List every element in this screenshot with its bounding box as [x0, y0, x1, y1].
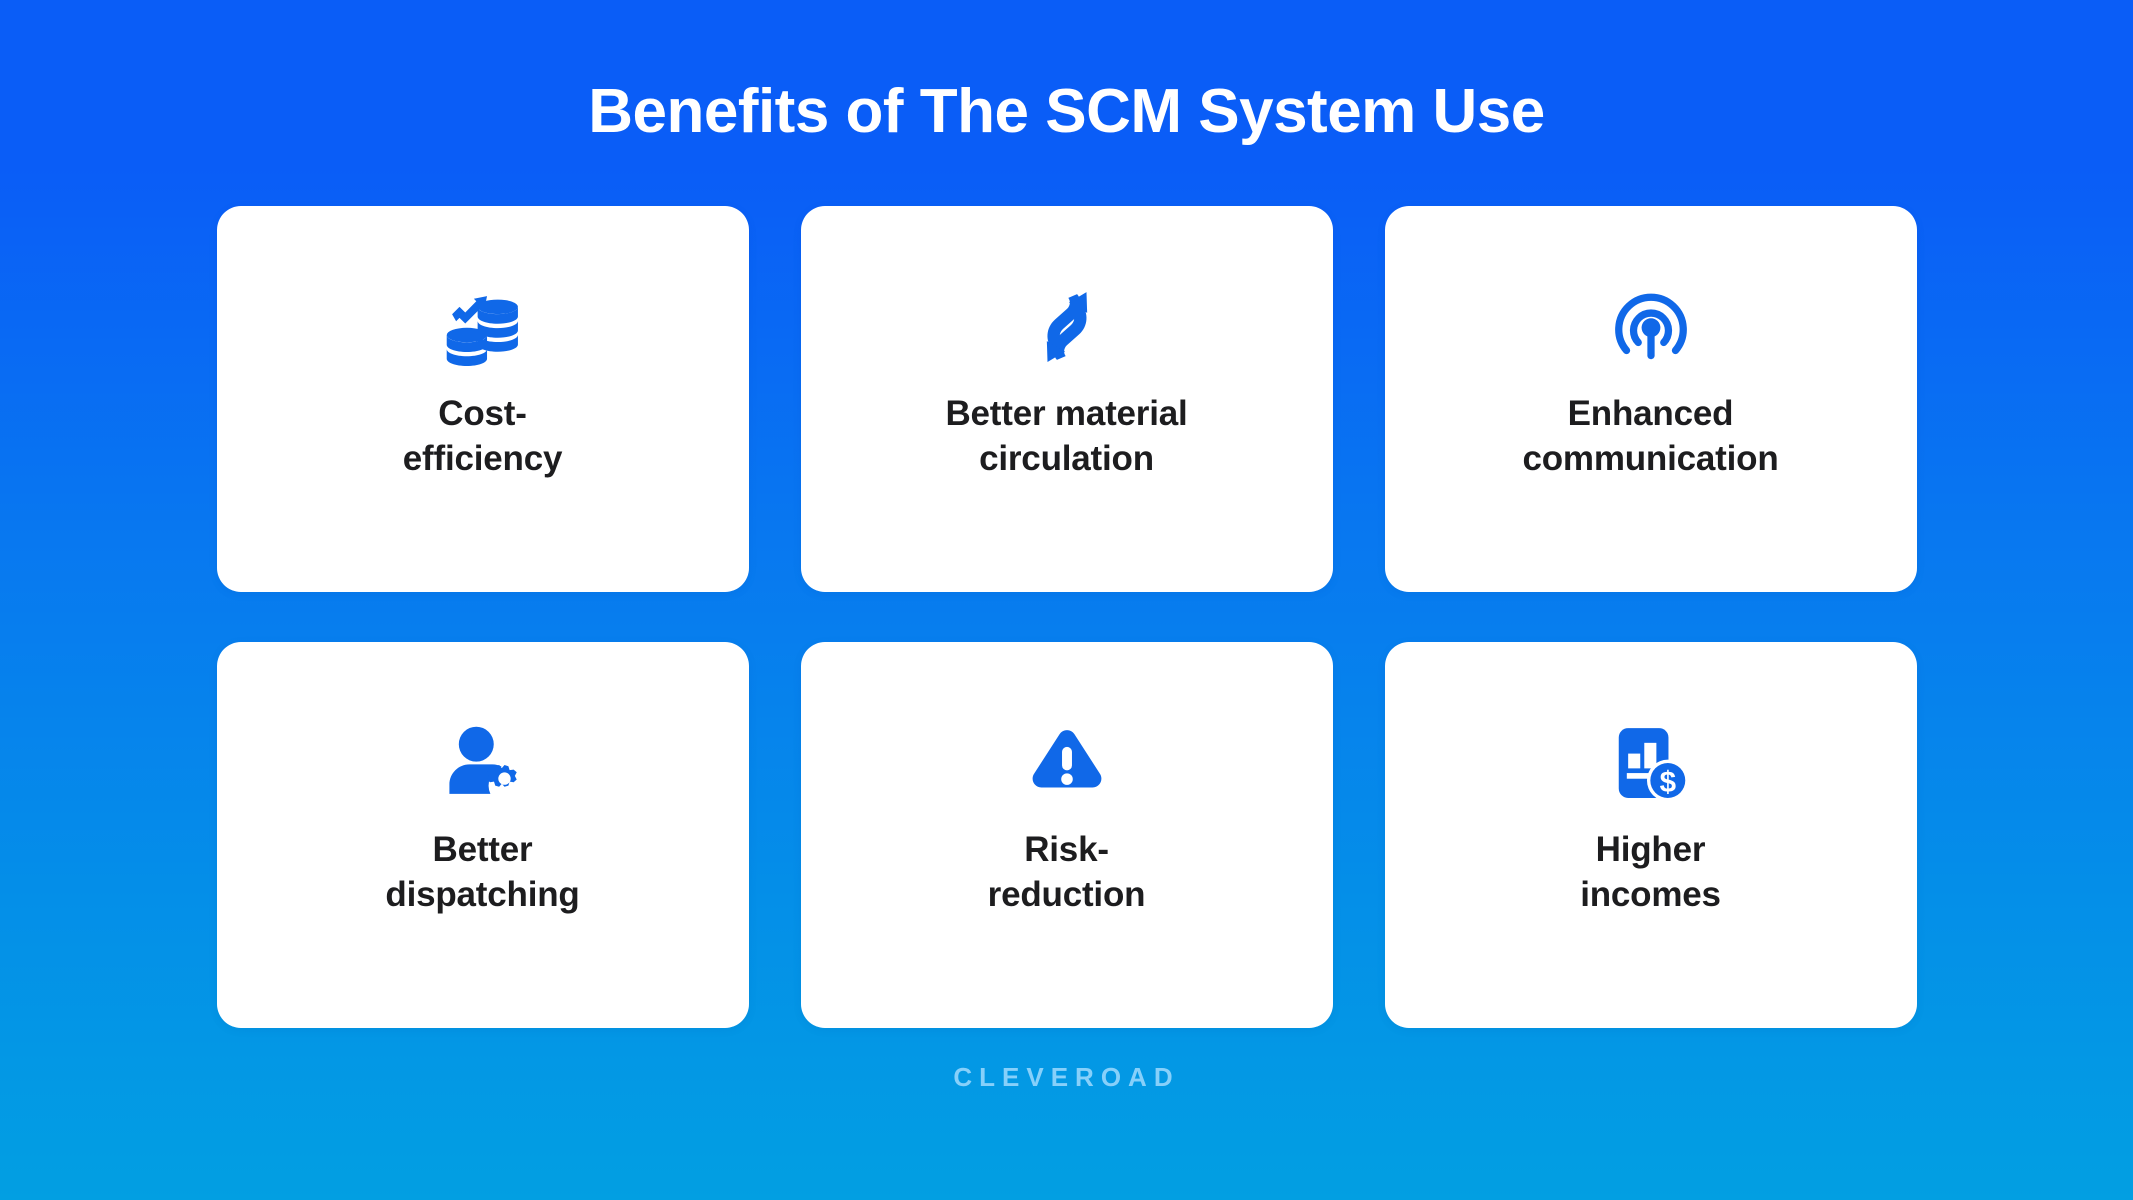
benefit-card-cost-efficiency[interactable]: Cost- efficiency — [216, 206, 749, 593]
benefit-card-higher-incomes[interactable]: $ Higher incomes — [1384, 642, 1917, 1029]
benefits-card-grid: Cost- efficiency Better material circula… — [216, 206, 1917, 1029]
benefit-card-label: Higher incomes — [1580, 830, 1721, 914]
benefit-card-better-material-circulation[interactable]: Better material circulation — [800, 206, 1333, 593]
stacked-coins-growth-icon — [440, 284, 526, 370]
benefit-card-label: Better material circulation — [945, 394, 1188, 478]
benefit-card-label: Enhanced communication — [1522, 394, 1779, 478]
benefit-card-label: Risk- reduction — [987, 830, 1146, 914]
circulation-arrows-icon — [1024, 284, 1110, 370]
broadcast-signal-icon — [1608, 284, 1694, 370]
svg-text:$: $ — [1659, 766, 1676, 799]
benefit-card-label: Better dispatching — [385, 830, 580, 914]
cleveroad-brand-logo: CLEVEROAD — [953, 1062, 1180, 1093]
benefit-card-better-dispatching[interactable]: Better dispatching — [216, 642, 749, 1029]
user-gear-icon — [440, 720, 526, 806]
warning-triangle-icon — [1024, 720, 1110, 806]
benefit-card-enhanced-communication[interactable]: Enhanced communication — [1384, 206, 1917, 593]
page-title: Benefits of The SCM System Use — [588, 77, 1545, 146]
document-dollar-icon: $ — [1608, 720, 1694, 806]
benefit-card-risk-reduction[interactable]: Risk- reduction — [800, 642, 1333, 1029]
benefit-card-label: Cost- efficiency — [402, 394, 563, 478]
